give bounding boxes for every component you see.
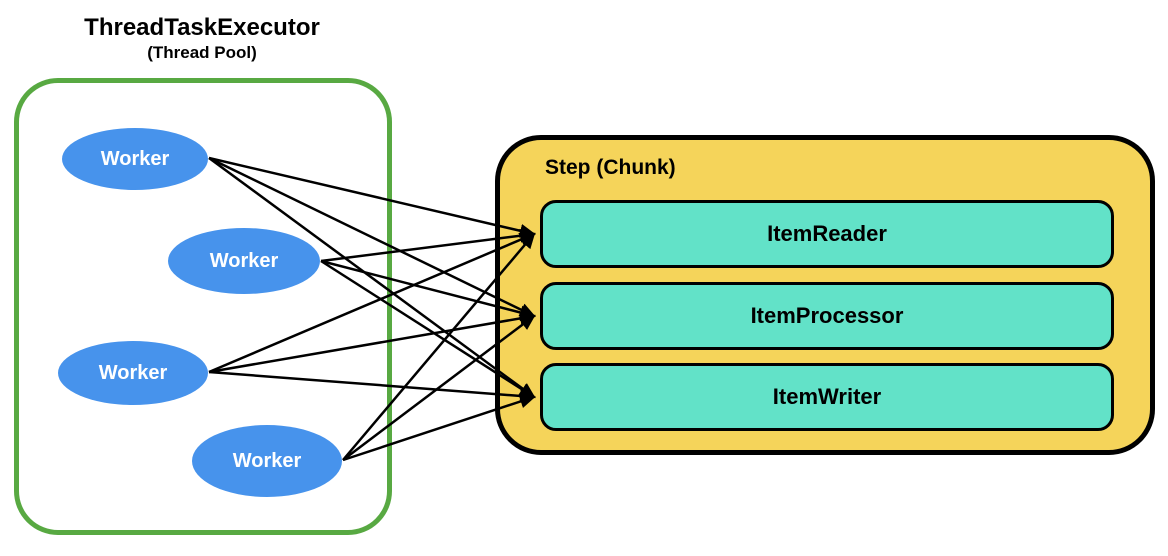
worker-1-label: Worker: [100, 147, 170, 170]
thread-pool-title: ThreadTaskExecutor: [84, 14, 320, 41]
item-writer-label: ItemWriter: [772, 384, 882, 409]
worker-node-1: Worker: [62, 128, 208, 190]
worker-node-4: Worker: [192, 425, 342, 497]
item-reader-box: ItemReader: [540, 200, 1114, 268]
worker-3-label: Worker: [98, 361, 168, 384]
thread-pool-subtitle: (Thread Pool): [147, 43, 257, 62]
worker-4-label: Worker: [232, 449, 302, 472]
item-processor-label: ItemProcessor: [750, 303, 904, 328]
step-chunk-label: Step (Chunk): [545, 156, 676, 179]
thread-pool-title-block: ThreadTaskExecutor (Thread Pool): [0, 14, 404, 64]
worker-node-2: Worker: [168, 228, 320, 294]
worker-node-3: Worker: [58, 341, 208, 405]
item-processor-box: ItemProcessor: [540, 282, 1114, 350]
worker-2-label: Worker: [209, 249, 279, 272]
item-reader-label: ItemReader: [767, 221, 887, 246]
item-writer-box: ItemWriter: [540, 363, 1114, 431]
